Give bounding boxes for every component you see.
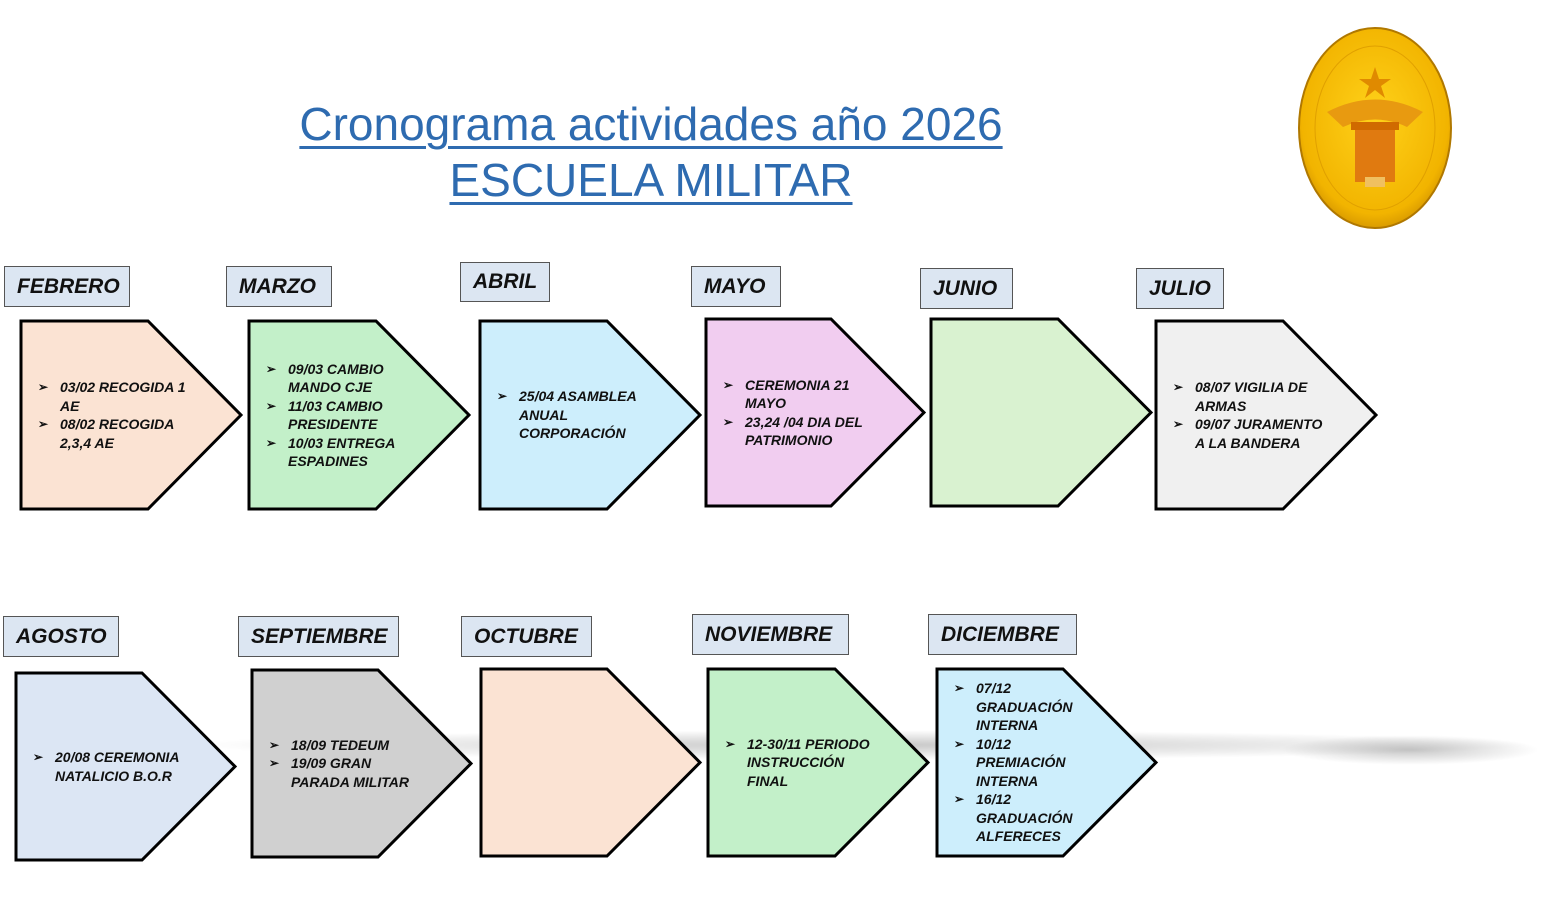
activity-text: 07/12 GRADUACIÓN INTERNA: [976, 680, 1073, 734]
activity-text: 09/07 JURAMENTO A LA BANDERA: [1195, 416, 1323, 451]
month-arrow-julio: ➢ 08/07 VIGILIA DE ARMAS ➢ 09/07 JURAMENTO …: [1154, 319, 1379, 511]
arrow-shape: [1154, 319, 1379, 511]
arrow-shape: [929, 317, 1154, 508]
activity-text: 09/03 CAMBIO MANDO CJE: [288, 360, 384, 396]
arrow-bullet-icon: ➢: [725, 736, 736, 751]
activity-text: 19/09 GRAN PARADA MILITAR: [291, 755, 409, 790]
activity-text: 10/12 PREMIACIÓN INTERNA: [976, 735, 1066, 789]
arrow-bullet-icon: ➢: [38, 380, 49, 394]
month-arrow-mayo: ➢ CEREMONIA 21 MAYO ➢ 23,24 /04 DIA DEL PAT…: [704, 317, 927, 508]
activity-list: ➢ 08/07 VIGILIA DE ARMAS ➢ 09/07 JURAMENTO …: [1173, 320, 1323, 510]
month-label-noviembre: NOVIEMBRE: [692, 614, 849, 655]
month-arrow-diciembre: ➢ 07/12 GRADUACIÓN INTERNA ➢ 10/12 PREMIACI…: [935, 667, 1159, 858]
arrow-bullet-icon: ➢: [1173, 380, 1184, 394]
arrow-bullet-icon: ➢: [266, 361, 277, 376]
activity-item: ➢ 08/02 RECOGIDA 2,3,4 AE: [38, 415, 188, 452]
activity-item: ➢ CEREMONIA 21 MAYO: [723, 376, 873, 413]
arrow-shape: [935, 667, 1159, 858]
month-arrow-septiembre: ➢ 18/09 TEDEUM ➢ 19/09 GRAN PARADA MILITAR: [250, 668, 474, 859]
activity-text: 23,24 /04 DIA DEL PATRIMONIO: [745, 413, 863, 449]
arrow-bullet-icon: ➢: [33, 750, 44, 764]
activity-item: ➢ 20/08 CEREMONIA NATALICIO B.O.R: [33, 748, 183, 785]
month-arrow-febrero: ➢ 03/02 RECOGIDA 1 AE ➢ 08/02 RECOGIDA 2,3,…: [19, 319, 244, 511]
activity-list: ➢ 18/09 TEDEUM ➢ 19/09 GRAN PARADA MILITAR: [269, 669, 419, 858]
activity-item: ➢ 25/04 ASAMBLEA ANUAL CORPORACIÓN: [497, 387, 647, 443]
activity-text: 16/12 GRADUACIÓN ALFERECES: [976, 791, 1073, 845]
arrow-bullet-icon: ➢: [954, 792, 965, 807]
activity-list: ➢ 07/12 GRADUACIÓN INTERNA ➢ 10/12 PREMIACI…: [954, 668, 1104, 857]
arrow-shape: [479, 667, 703, 858]
arrow-bullet-icon: ➢: [723, 377, 734, 392]
activity-text: 08/02 RECOGIDA 2,3,4 AE: [60, 416, 174, 451]
activity-list: ➢ 09/03 CAMBIO MANDO CJE ➢ 11/03 CAMBIO PRE…: [266, 320, 416, 510]
month-arrow-abril: ➢ 25/04 ASAMBLEA ANUAL CORPORACIÓN: [478, 319, 703, 511]
activity-item: ➢ 09/07 JURAMENTO A LA BANDERA: [1173, 415, 1323, 452]
activity-list: [948, 318, 1098, 507]
title-line-1: Cronograma actividades año 2026: [299, 98, 1003, 150]
activity-text: 20/08 CEREMONIA NATALICIO B.O.R: [55, 749, 179, 784]
activity-list: ➢ 03/02 RECOGIDA 1 AE ➢ 08/02 RECOGIDA 2,3,…: [38, 320, 188, 510]
activity-list: ➢ CEREMONIA 21 MAYO ➢ 23,24 /04 DIA DEL PAT…: [723, 318, 873, 507]
activity-text: 12-30/11 PERIODO INSTRUCCIÓN FINAL: [747, 735, 870, 789]
month-label-marzo: MARZO: [226, 266, 332, 307]
arrow-shape: [19, 319, 244, 511]
month-arrow-octubre: [479, 667, 703, 858]
arrow-bullet-icon: ➢: [723, 414, 734, 429]
month-label-febrero: FEBRERO: [4, 266, 130, 307]
arrow-bullet-icon: ➢: [38, 417, 49, 431]
activity-item: ➢ 08/07 VIGILIA DE ARMAS: [1173, 378, 1323, 415]
month-label-junio: JUNIO: [920, 268, 1013, 309]
activity-text: 10/03 ENTREGA ESPADINES: [288, 434, 395, 470]
activity-item: ➢ 19/09 GRAN PARADA MILITAR: [269, 754, 419, 791]
activity-text: 18/09 TEDEUM: [291, 736, 390, 753]
activity-item: ➢ 03/02 RECOGIDA 1 AE: [38, 378, 188, 415]
month-arrow-marzo: ➢ 09/03 CAMBIO MANDO CJE ➢ 11/03 CAMBIO PRE…: [247, 319, 472, 511]
month-arrow-agosto: ➢ 20/08 CEREMONIA NATALICIO B.O.R: [14, 671, 238, 862]
arrow-bullet-icon: ➢: [269, 756, 280, 771]
activity-item: ➢ 16/12 GRADUACIÓN ALFERECES: [954, 790, 1104, 846]
activity-item: ➢ 18/09 TEDEUM: [269, 736, 419, 755]
reflection-shadow: [1280, 735, 1540, 765]
arrow-bullet-icon: ➢: [266, 435, 277, 450]
month-label-diciembre: DICIEMBRE: [928, 614, 1077, 655]
arrow-bullet-icon: ➢: [269, 737, 280, 752]
arrow-bullet-icon: ➢: [954, 736, 965, 751]
arrow-bullet-icon: ➢: [266, 398, 277, 413]
corporation-logo: [1297, 27, 1453, 230]
activity-item: ➢ 09/03 CAMBIO MANDO CJE: [266, 360, 416, 397]
activity-item: ➢ 10/12 PREMIACIÓN INTERNA: [954, 735, 1104, 791]
arrow-shape: [704, 317, 927, 508]
arrow-bullet-icon: ➢: [1173, 417, 1184, 431]
title-line-2: ESCUELA MILITAR: [449, 154, 853, 206]
activity-item: ➢ 10/03 ENTREGA ESPADINES: [266, 434, 416, 471]
arrow-bullet-icon: ➢: [497, 389, 508, 404]
activity-text: 25/04 ASAMBLEA ANUAL CORPORACIÓN: [519, 388, 637, 442]
activity-item: ➢ 12-30/11 PERIODO INSTRUCCIÓN FINAL: [725, 735, 875, 791]
month-label-agosto: AGOSTO: [3, 616, 119, 657]
activity-list: [498, 668, 648, 857]
month-label-octubre: OCTUBRE: [461, 616, 592, 657]
month-arrow-junio: [929, 317, 1154, 508]
activity-text: 03/02 RECOGIDA 1 AE: [60, 379, 186, 414]
activity-item: ➢ 07/12 GRADUACIÓN INTERNA: [954, 679, 1104, 735]
activity-list: ➢ 12-30/11 PERIODO INSTRUCCIÓN FINAL: [725, 668, 875, 857]
activity-list: ➢ 25/04 ASAMBLEA ANUAL CORPORACIÓN: [497, 320, 647, 510]
arrow-shape: [250, 668, 474, 859]
month-arrow-noviembre: ➢ 12-30/11 PERIODO INSTRUCCIÓN FINAL: [706, 667, 931, 858]
month-label-mayo: MAYO: [691, 266, 781, 307]
activity-list: ➢ 20/08 CEREMONIA NATALICIO B.O.R: [33, 672, 183, 861]
arrow-shape: [478, 319, 703, 511]
activity-item: ➢ 23,24 /04 DIA DEL PATRIMONIO: [723, 413, 873, 450]
activity-text: 08/07 VIGILIA DE ARMAS: [1195, 379, 1308, 414]
month-label-abril: ABRIL: [460, 262, 550, 302]
month-label-julio: JULIO: [1136, 268, 1224, 309]
arrow-shape: [706, 667, 931, 858]
activity-text: CEREMONIA 21 MAYO: [745, 376, 850, 412]
arrow-shape: [247, 319, 472, 511]
arrow-bullet-icon: ➢: [954, 681, 965, 696]
activity-text: 11/03 CAMBIO PRESIDENTE: [288, 397, 383, 433]
activity-item: ➢ 11/03 CAMBIO PRESIDENTE: [266, 397, 416, 434]
arrow-shape: [14, 671, 238, 862]
month-label-septiembre: SEPTIEMBRE: [238, 616, 399, 657]
